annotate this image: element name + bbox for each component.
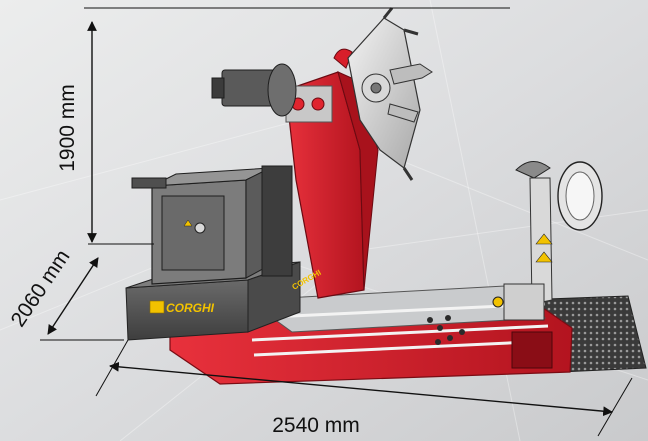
width-label: 2540 mm: [272, 414, 360, 437]
logo-text: CORGHI: [166, 301, 215, 315]
control-cabinet: [131, 167, 273, 285]
width-dimension: 2540 mm: [95, 339, 633, 437]
corghi-logo: CORGHI: [149, 300, 215, 315]
bead-breaker-arm: [492, 161, 603, 321]
rear-column: [261, 165, 293, 277]
hydraulic-chuck: [211, 63, 297, 117]
height-dimension: 1900 mm: [56, 7, 510, 245]
clamping-plate: [347, 7, 433, 181]
height-label: 1900 mm: [56, 84, 79, 172]
